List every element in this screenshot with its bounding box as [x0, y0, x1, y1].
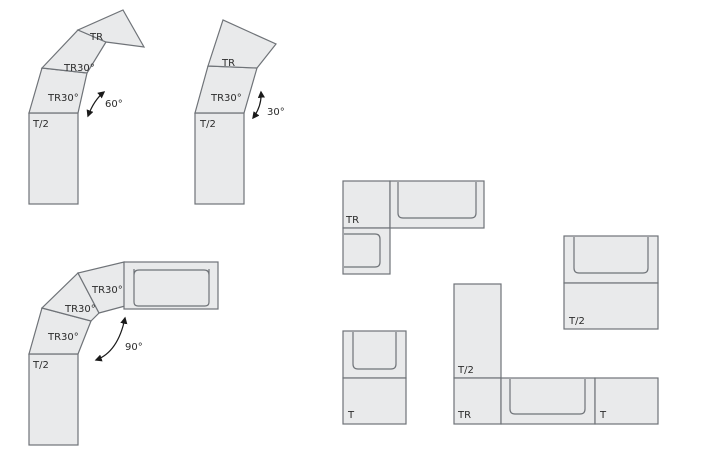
module-tr30: [28, 67, 88, 114]
config-t-half: T/2: [563, 235, 659, 330]
config-t: T: [342, 330, 407, 425]
label-tr30: TR30°: [47, 93, 79, 104]
seat-cushion: [509, 379, 586, 415]
seat-cushion: [397, 182, 477, 219]
module-t-half: [453, 283, 502, 379]
module-tr: [76, 9, 146, 48]
label-tr: TR: [89, 32, 103, 43]
label-t-half: T/2: [199, 119, 216, 130]
label-t: T: [599, 410, 607, 421]
seat-cushion: [133, 269, 210, 307]
config-l-shape: T/2 TR T: [453, 283, 659, 425]
module-t: [123, 261, 219, 310]
module-tr30: [194, 65, 258, 114]
module-tr: [207, 19, 277, 69]
label-tr30: TR30°: [91, 285, 123, 296]
label-t-half: T/2: [568, 316, 585, 327]
module-t-half: [28, 112, 79, 205]
label-t-half: T/2: [32, 119, 49, 130]
module-t-half-back: [563, 235, 659, 284]
module-t: [594, 377, 659, 425]
module-t: [500, 377, 596, 425]
label-t-half: T/2: [32, 360, 49, 371]
config-30-degree: T/2 TR30° TR 30°: [194, 19, 285, 205]
label-tr: TR: [221, 58, 235, 69]
module-t: [342, 377, 407, 425]
label-tr30: TR30°: [47, 332, 79, 343]
angle-label: 30°: [267, 107, 285, 118]
label-tr30: TR30°: [63, 63, 95, 74]
label-t-half: T/2: [457, 365, 474, 376]
module-t: [389, 180, 485, 229]
module-t-half: [563, 282, 659, 330]
angle-label: 90°: [125, 342, 143, 353]
module-t-half: [28, 353, 79, 446]
angle-arc: [94, 316, 128, 362]
angle-arc: [252, 90, 265, 120]
label-tr30: TR30°: [64, 304, 96, 315]
label-tr: TR: [457, 410, 471, 421]
seat-cushion: [344, 233, 381, 268]
module-tr: [453, 377, 502, 425]
config-90-degree: T/2 TR30° TR30° TR30° 90°: [28, 261, 219, 446]
label-tr30: TR30°: [210, 93, 242, 104]
angle-label: 60°: [105, 99, 123, 110]
config-60-degree: T/2 TR30° TR30° TR 60°: [28, 9, 146, 205]
seat-cushion: [573, 237, 649, 274]
seat-cushion: [352, 332, 397, 370]
angle-arc: [86, 91, 106, 118]
label-tr: TR: [345, 215, 359, 226]
label-t: T: [347, 410, 355, 421]
config-tr-corner: TR: [342, 180, 485, 275]
module-t-half: [342, 227, 391, 275]
